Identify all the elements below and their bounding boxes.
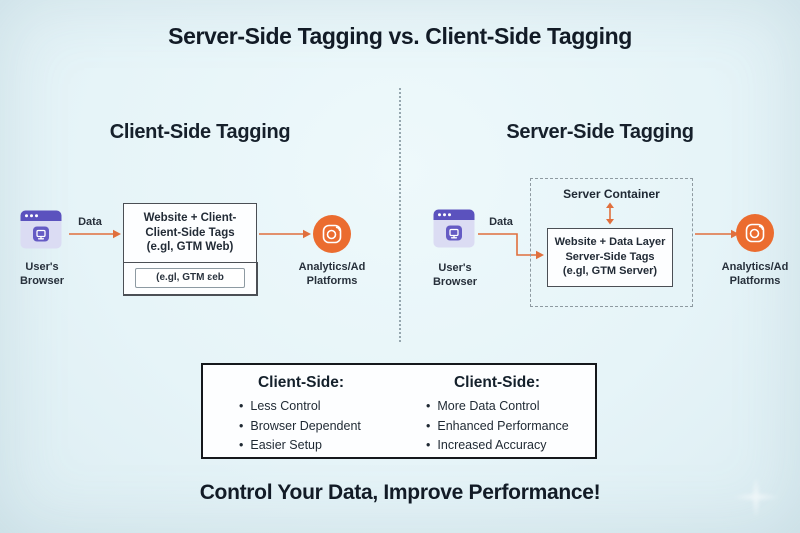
list-item: More Data Control — [426, 397, 595, 417]
client-tags-box: Website + Client- Client-Side Tags (e.gl… — [122, 203, 258, 296]
comparison-list-right: More Data Control Enhanced Performance I… — [399, 397, 595, 456]
list-item: Increased Accuracy — [426, 436, 595, 456]
data-label-right: Data — [489, 216, 513, 228]
comparison-list-left: Less Control Browser Dependent Easier Se… — [203, 397, 399, 456]
browser-window-icon — [433, 209, 475, 254]
server-container-label: Server Container — [563, 187, 660, 201]
data-label-left: Data — [78, 216, 102, 228]
sparkle-icon — [733, 476, 779, 518]
server-tags-box-text: Website + Data Layer Server-Side Tags (e… — [554, 236, 666, 277]
browser-window-icon — [20, 210, 62, 255]
platforms-label-left: Analytics/Ad Platforms — [298, 261, 366, 287]
arrow-container-to-platforms-right — [694, 227, 740, 245]
arrow-box-to-platforms-left — [258, 227, 312, 245]
tagline: Control Your Data, Improve Performance! — [199, 481, 601, 504]
list-item: Less Control — [239, 397, 399, 417]
users-browser-label-right: User's Browser — [432, 262, 478, 288]
users-browser-label-left: User's Browser — [19, 261, 65, 287]
list-item: Enhanced Performance — [426, 417, 595, 437]
server-container-frame: Server Container — [530, 178, 693, 307]
server-tags-box: Website + Data Layer Server-Side Tags (e… — [547, 228, 673, 287]
list-item: Easier Setup — [239, 436, 399, 456]
gtm-web-chip: (e.gl, GTM ɛeb — [135, 267, 245, 288]
page-title: Server-Side Tagging vs. Client-Side Tagg… — [168, 23, 632, 49]
comparison-column-server: Client-Side: More Data Control Enhanced … — [399, 365, 595, 457]
platforms-label-right: Analytics/Ad Platforms — [721, 261, 789, 287]
vertical-dotted-divider — [399, 88, 401, 342]
server-side-heading: Server-Side Tagging — [506, 121, 694, 143]
camera-lens-icon — [736, 214, 774, 257]
comparison-heading-left: Client-Side: — [257, 374, 345, 391]
client-side-heading: Client-Side Tagging — [109, 121, 291, 143]
comparison-heading-right: Client-Side: — [453, 374, 541, 391]
comparison-column-client: Client-Side: Less Control Browser Depend… — [203, 365, 399, 457]
client-tags-box-text: Website + Client- Client-Side Tags (e.gl… — [143, 212, 237, 253]
arrow-browser-to-box-left — [68, 227, 122, 245]
elbow-arrow-browser-to-server-box — [476, 228, 546, 269]
client-tags-sub-panel: (e.gl, GTM ɛeb — [122, 261, 258, 296]
list-item: Browser Dependent — [239, 417, 399, 437]
comparison-box: Client-Side: Less Control Browser Depend… — [201, 363, 597, 459]
camera-lens-icon — [313, 215, 351, 258]
double-arrow-icon — [603, 202, 617, 230]
